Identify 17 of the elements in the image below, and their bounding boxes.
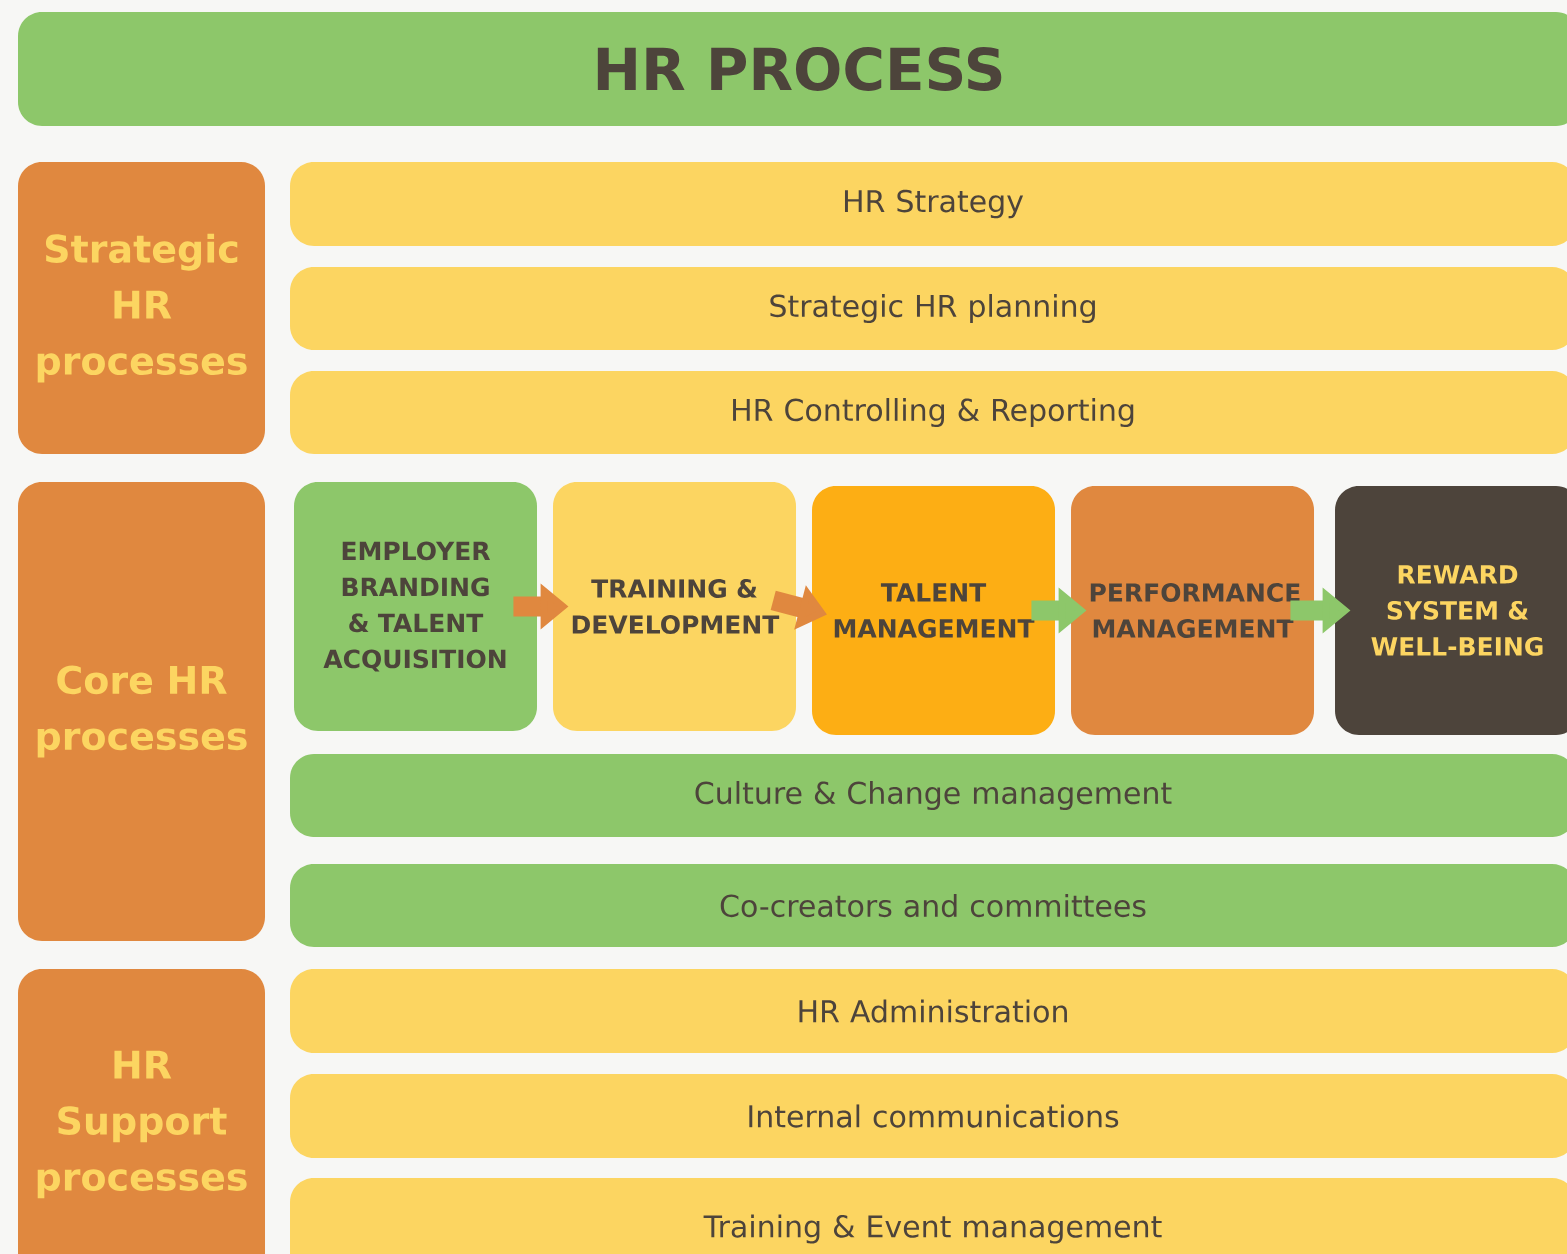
- process-bar: Co-creators and committees: [290, 864, 1567, 947]
- process-bar: Strategic HR planning: [290, 267, 1567, 350]
- process-bar: HR Controlling & Reporting: [290, 371, 1567, 454]
- process-bar: HR Strategy: [290, 162, 1567, 246]
- category-box: Strategic HR processes: [18, 162, 265, 454]
- process-step-box: TALENT MANAGEMENT: [812, 486, 1055, 735]
- process-step-box: PERFORMANCE MANAGEMENT: [1071, 486, 1314, 735]
- category-box: HR Support processes: [18, 969, 265, 1254]
- process-step-box: TRAINING & DEVELOPMENT: [553, 482, 796, 731]
- process-bar: Culture & Change management: [290, 754, 1567, 837]
- category-box: Core HR processes: [18, 482, 265, 941]
- process-bar: Training & Event management: [290, 1178, 1567, 1254]
- process-bar: Internal communications: [290, 1074, 1567, 1158]
- process-step-box: EMPLOYER BRANDING & TALENT ACQUISITION: [294, 482, 537, 731]
- title-band: HR PROCESS: [18, 12, 1567, 126]
- process-bar: HR Administration: [290, 969, 1567, 1053]
- process-step-box: REWARD SYSTEM & WELL-BEING: [1335, 486, 1567, 735]
